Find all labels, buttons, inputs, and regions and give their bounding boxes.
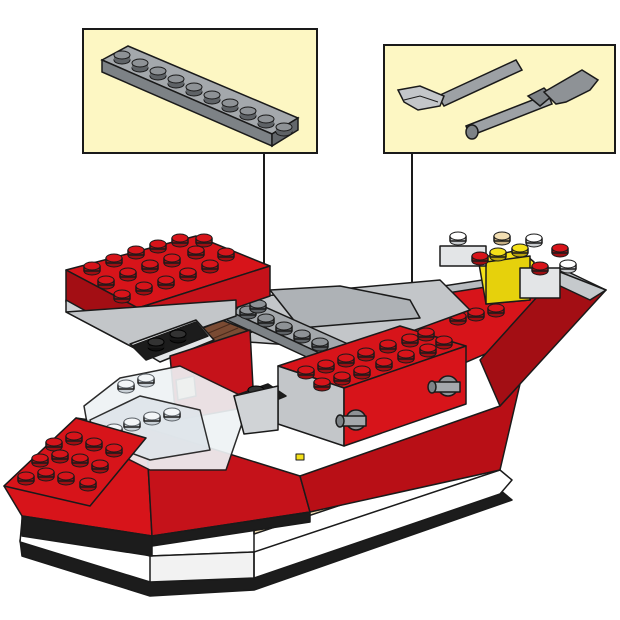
gray-plate-1x10-icon: [102, 46, 298, 146]
boat-model: [4, 232, 606, 596]
paddle-icon: [398, 60, 522, 110]
